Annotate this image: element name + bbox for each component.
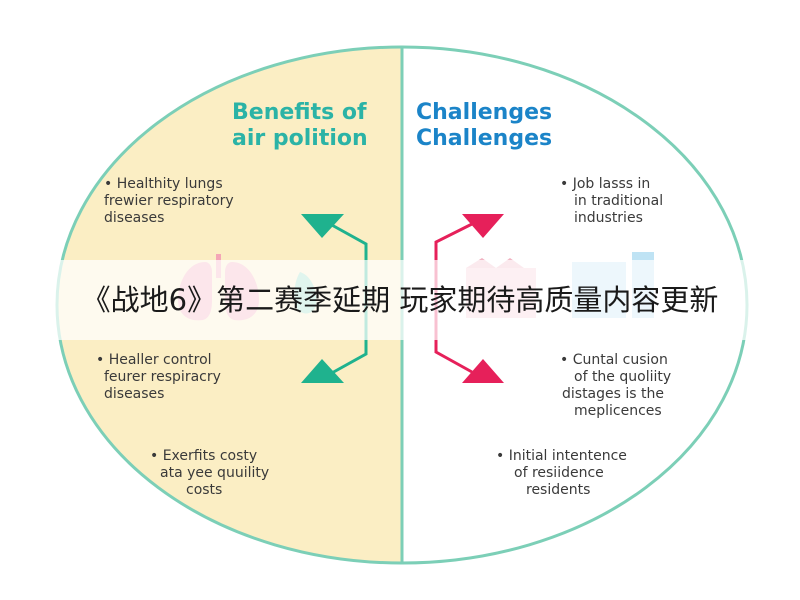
benefits-heading-line-1: Benefits of (232, 100, 367, 125)
benefit-item-2-line: diseases (104, 386, 165, 402)
challenge-item-1-line: in traditional (574, 193, 664, 209)
challenge-item-2-line: • Cuntal cusion (560, 352, 668, 368)
benefit-item-1-line: • Healthity lungs (104, 176, 223, 192)
benefit-item-1-line: frewier respiratory (104, 193, 234, 209)
benefit-item-1-line: diseases (104, 210, 165, 226)
benefit-item-1: • Healthity lungs frewier respiratory di… (104, 176, 234, 227)
challenge-item-2: • Cuntal cusion of the quoliity distages… (560, 352, 671, 420)
challenge-item-2-line: of the quoliity (574, 369, 672, 385)
challenge-item-3-line: of resiidence (514, 465, 604, 481)
challenge-item-2-line: meplicences (574, 403, 662, 419)
headline-banner (0, 260, 800, 340)
challenge-item-3: • Initial intentence of resiidence resid… (496, 448, 627, 499)
challenge-item-1-line: industries (574, 210, 643, 226)
challenge-item-3-line: • Initial intentence (496, 448, 627, 464)
benefit-item-2-line: feurer respiracry (104, 369, 221, 385)
benefit-item-3-line: costs (186, 482, 223, 498)
benefit-item-2: • Healler control feurer respiracry dise… (96, 352, 221, 403)
headline-banner-text: 《战地6》第二赛季延期 玩家期待高质量内容更新 (81, 283, 719, 317)
challenges-heading: Challenges Challenges (416, 100, 552, 152)
challenges-heading-line-1: Challenges (416, 100, 553, 125)
challenges-heading-line-2: Challenges (416, 126, 553, 151)
benefits-heading: Benefits of air polition (232, 100, 368, 152)
challenge-item-1: • Job lasss in in traditional industries (560, 176, 663, 227)
benefit-item-2-line: • Healler control (96, 352, 212, 368)
challenge-item-1-line: • Job lasss in (560, 176, 651, 192)
benefit-item-3: • Exerfits costy ata yee quuility costs (150, 448, 269, 499)
benefits-heading-line-2: air polition (232, 126, 368, 151)
challenge-item-2-line: distages is the (562, 386, 664, 402)
challenge-item-3-line: residents (526, 482, 591, 498)
benefit-item-3-line: ata yee quuility (160, 465, 270, 481)
benefit-item-3-line: • Exerfits costy (150, 448, 258, 464)
